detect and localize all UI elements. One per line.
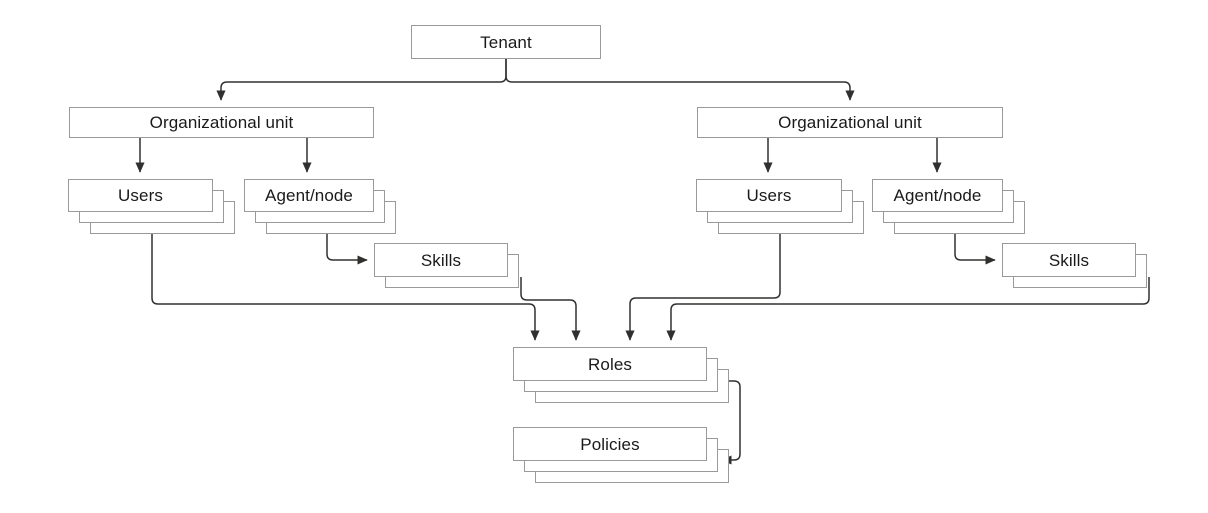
node-label-skills-left: Skills (420, 250, 462, 270)
edge-tenant-to-ou-left (216, 59, 507, 101)
node-label-ou-left: Organizational unit (149, 113, 294, 132)
edge-agent-right-to-skills-right (954, 234, 996, 265)
node-policies[interactable]: Policies (513, 427, 707, 461)
node-label-ou-right: Organizational unit (778, 113, 922, 132)
node-users-right[interactable]: Users (696, 179, 842, 212)
node-label-users-right: Users (746, 186, 792, 205)
edge-skills-left-to-roles (520, 277, 581, 341)
edge-agent-left-to-skills-left (326, 234, 368, 265)
node-skills-right[interactable]: Skills (1002, 243, 1136, 277)
node-roles[interactable]: Roles (513, 347, 707, 381)
node-ou-right[interactable]: Organizational unit (697, 107, 1003, 138)
node-label-skills-right: Skills (1048, 250, 1090, 270)
node-agent-left[interactable]: Agent/node (244, 179, 374, 212)
node-skills-left[interactable]: Skills (374, 243, 508, 277)
node-label-tenant: Tenant (480, 32, 532, 52)
node-label-agent-left: Agent/node (265, 186, 353, 205)
node-label-agent-right: Agent/node (893, 186, 982, 205)
edge-tenant-to-ou-right (505, 59, 855, 101)
node-label-roles: Roles (588, 354, 632, 374)
node-ou-left[interactable]: Organizational unit (69, 107, 374, 138)
node-users-left[interactable]: Users (68, 179, 213, 212)
node-label-policies: Policies (580, 434, 640, 454)
node-agent-right[interactable]: Agent/node (872, 179, 1003, 212)
node-label-users-left: Users (118, 186, 163, 205)
node-tenant[interactable]: Tenant (411, 25, 601, 59)
